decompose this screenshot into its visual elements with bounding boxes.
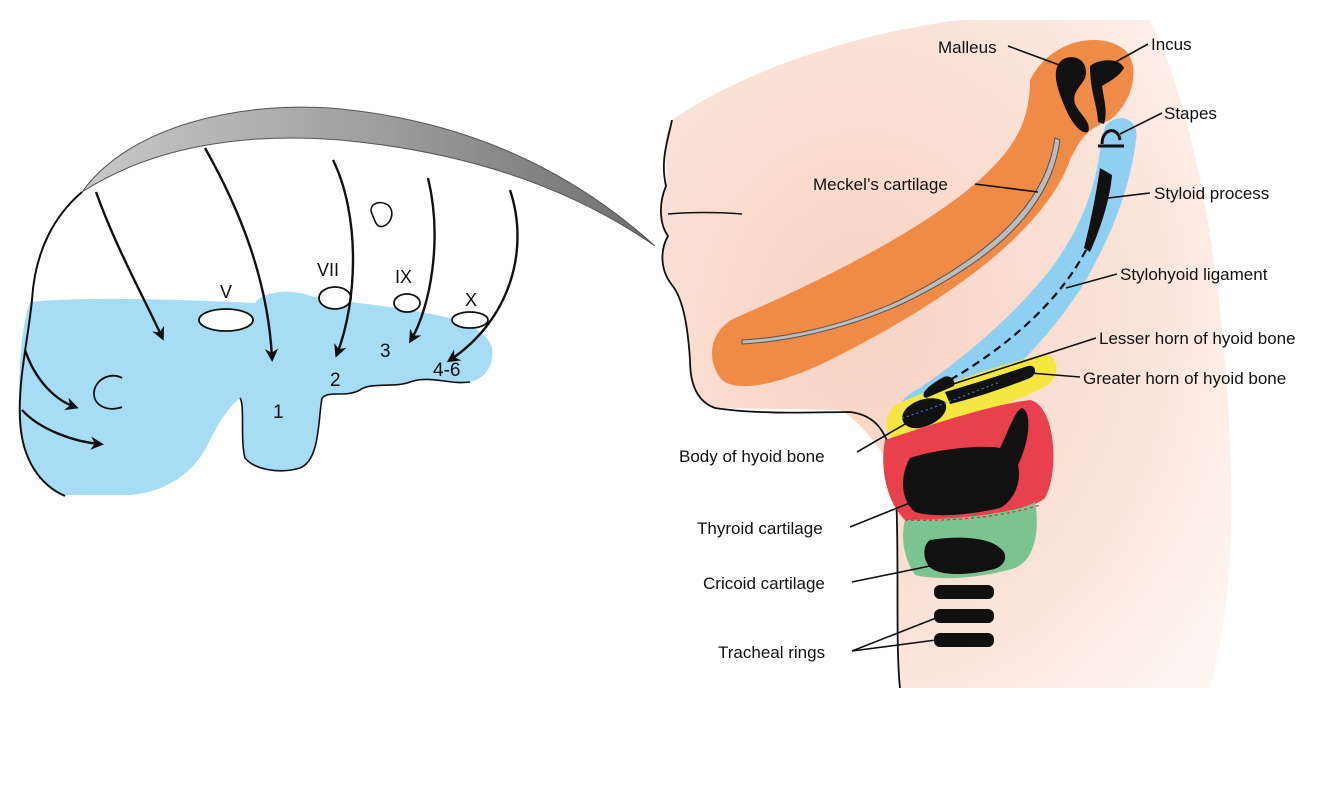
thyroid-cartilage: [903, 408, 1029, 516]
arch-label-4-6: 4-6: [433, 360, 460, 381]
nerve-label-x: X: [465, 290, 477, 310]
leader-cricoid: [851, 565, 931, 583]
migration-arrow: [446, 189, 519, 363]
label-thyroid-cartilage: Thyroid cartilage: [697, 519, 823, 538]
arch-label-3: 3: [380, 341, 391, 362]
tracheal-ring: [934, 609, 994, 623]
label-stapes: Stapes: [1164, 104, 1217, 123]
ganglion-ix: [393, 293, 421, 313]
malleus: [1055, 57, 1089, 133]
arch-label-2: 2: [330, 370, 341, 391]
pharyngeal-region: [19, 291, 493, 495]
label-incus: Incus: [1151, 35, 1192, 54]
stapes: [1098, 129, 1124, 148]
lesser-horn: [923, 376, 955, 398]
label-stylohyoid-ligament: Stylohyoid ligament: [1120, 265, 1268, 284]
adult-illustration: Malleus Incus Stapes Meckel’s cartilage …: [660, 20, 1296, 689]
cricoid-cartilage: [924, 537, 1006, 575]
stylohyoid-ligament: [949, 249, 1087, 381]
hyoid-body: [902, 398, 947, 429]
label-body-hyoid: Body of hyoid bone: [679, 447, 825, 466]
label-tracheal-rings: Tracheal rings: [718, 643, 825, 662]
arch-boundary: [904, 504, 1041, 521]
incus: [1090, 60, 1124, 124]
styloid-process: [1084, 168, 1112, 252]
migration-arrow: [203, 147, 279, 362]
migration-arrow: [408, 177, 436, 344]
nerve-label-v: V: [220, 282, 232, 302]
leader-styloid: [1107, 192, 1151, 199]
arch1-derivative-mandible: [712, 40, 1134, 387]
label-malleus: Malleus: [938, 38, 997, 57]
mouth-line: [667, 211, 743, 215]
migration-arrow: [23, 349, 79, 411]
label-meckels-cartilage: Meckel’s cartilage: [813, 175, 948, 194]
ganglion-v: [198, 308, 254, 332]
leader-lesser-horn: [949, 337, 1097, 386]
leader-thyroid: [849, 497, 923, 528]
ganglion-vii: [318, 286, 352, 310]
label-cricoid-cartilage: Cricoid cartilage: [703, 574, 825, 593]
migration-arrow: [94, 191, 165, 341]
nerve-label-ix: IX: [395, 267, 412, 287]
arch-outline: [239, 378, 471, 472]
nerve-label-vii: VII: [317, 260, 339, 280]
leader-stapes: [1119, 112, 1163, 135]
leader-tracheal: [851, 617, 937, 652]
tracheal-ring: [934, 585, 994, 599]
label-styloid-process: Styloid process: [1154, 184, 1269, 203]
ossicles: [1055, 57, 1124, 148]
leader-greater-horn: [1029, 372, 1081, 378]
leader-incus: [1111, 43, 1149, 65]
arch-label-1: 1: [273, 402, 284, 423]
embryo-illustration: V VII IX X 1 2 3 4-6: [18, 106, 656, 497]
tracheal-ring: [934, 633, 994, 647]
eye-placode: [93, 374, 123, 410]
label-greater-horn: Greater horn of hyoid bone: [1083, 369, 1286, 388]
leader-stylohyoid: [1065, 273, 1118, 289]
leader-malleus: [1007, 45, 1063, 67]
hyoid-dotted-line: [901, 381, 1001, 419]
head-neck-skin: [660, 20, 1232, 688]
ganglion-x: [451, 311, 489, 329]
otic-vesicle: [370, 201, 393, 228]
leader-meckel: [974, 183, 1039, 193]
migration-arrow: [21, 409, 104, 450]
meckels-cartilage-rod: [741, 137, 1061, 345]
neural-crest-band: [81, 106, 656, 247]
greater-horn: [945, 365, 1036, 404]
label-lesser-horn: Lesser horn of hyoid bone: [1099, 329, 1296, 348]
migration-arrow: [331, 159, 355, 358]
leader-body-hyoid: [856, 419, 913, 453]
